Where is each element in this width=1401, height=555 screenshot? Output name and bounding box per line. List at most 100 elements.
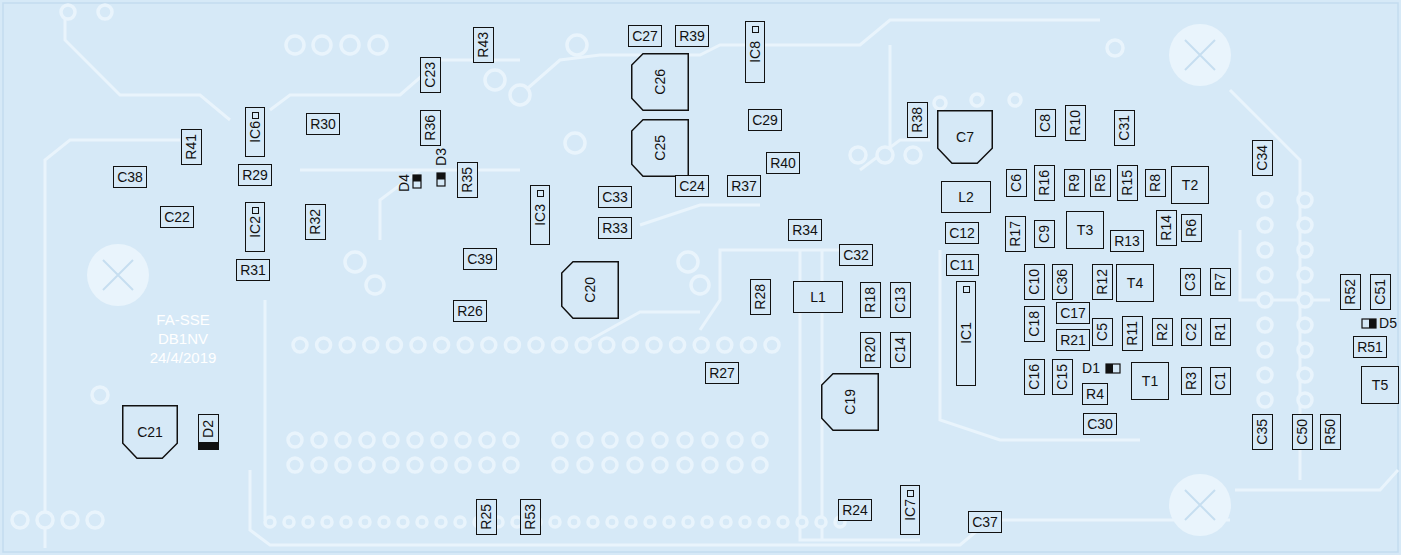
part-label-box: C2 bbox=[1181, 318, 1202, 346]
part-name: C3 bbox=[1183, 273, 1197, 291]
part-name: C7 bbox=[956, 130, 974, 144]
pin1-mark bbox=[752, 26, 759, 33]
pad bbox=[753, 458, 767, 472]
pad bbox=[934, 97, 946, 109]
trace bbox=[1235, 470, 1398, 490]
trace bbox=[264, 300, 267, 520]
part-label-box: C15 bbox=[1052, 359, 1073, 395]
pin1-mark bbox=[252, 207, 259, 214]
pad bbox=[1258, 318, 1272, 332]
part-name: IC7 bbox=[903, 499, 917, 521]
pad bbox=[588, 517, 598, 527]
part-name: D3 bbox=[434, 148, 448, 166]
part-label-box: C39 bbox=[463, 248, 497, 270]
part-name: R37 bbox=[731, 179, 757, 193]
part-name: R21 bbox=[1060, 333, 1086, 347]
part-name: R10 bbox=[1068, 110, 1082, 136]
pad bbox=[398, 517, 408, 527]
pad bbox=[62, 512, 78, 528]
diode-body bbox=[437, 173, 445, 186]
board-marking: 24/4/2019 bbox=[150, 350, 217, 365]
part-label-box: C18 bbox=[1024, 306, 1045, 342]
pad bbox=[765, 338, 779, 352]
capacitor-outline: C19 bbox=[821, 373, 879, 431]
transistor-outline: T3 bbox=[1066, 211, 1104, 249]
part-label-box: R12 bbox=[1092, 264, 1113, 300]
pad bbox=[360, 433, 374, 447]
pad bbox=[37, 512, 53, 528]
trace bbox=[640, 205, 760, 225]
pad bbox=[728, 458, 742, 472]
pad bbox=[1298, 193, 1312, 207]
part-label-box: C51 bbox=[1370, 274, 1391, 310]
pad bbox=[336, 433, 350, 447]
part-label-box: R8 bbox=[1145, 169, 1166, 197]
part-name: C10 bbox=[1027, 269, 1041, 295]
part-label-box: C16 bbox=[1024, 359, 1045, 395]
diode-body bbox=[1362, 319, 1376, 328]
pad bbox=[456, 433, 470, 447]
part-name: D1 bbox=[1082, 361, 1100, 375]
pad bbox=[411, 338, 425, 352]
pad bbox=[603, 458, 617, 472]
pad bbox=[683, 517, 693, 527]
part-name: R36 bbox=[423, 115, 437, 141]
pad bbox=[288, 458, 302, 472]
part-name: R50 bbox=[1323, 419, 1337, 445]
pin1-mark bbox=[252, 112, 259, 119]
part-label-box: R3 bbox=[1181, 367, 1202, 395]
part-name: C8 bbox=[1038, 114, 1052, 132]
part-name: C21 bbox=[137, 425, 163, 439]
pin1-mark bbox=[907, 490, 914, 497]
diode-band bbox=[437, 173, 445, 180]
part-label-box: R17 bbox=[1005, 216, 1026, 252]
part-name: C14 bbox=[893, 337, 907, 363]
part-name: R17 bbox=[1008, 221, 1022, 247]
hole-disc bbox=[87, 244, 149, 306]
pad bbox=[61, 5, 75, 19]
pad bbox=[603, 433, 617, 447]
pad bbox=[628, 458, 642, 472]
pad bbox=[456, 458, 470, 472]
pad bbox=[480, 458, 494, 472]
part-name: R12 bbox=[1095, 269, 1109, 295]
hole-cross bbox=[1185, 40, 1215, 70]
pad bbox=[1258, 368, 1272, 382]
trace bbox=[520, 20, 1100, 95]
pad bbox=[12, 512, 28, 528]
part-label-box: R40 bbox=[766, 152, 800, 174]
part-name: R30 bbox=[310, 117, 336, 131]
part-label-box: R6 bbox=[1181, 214, 1202, 242]
trace bbox=[700, 250, 840, 330]
ic-outline: IC1 bbox=[956, 281, 976, 386]
part-name: C27 bbox=[632, 29, 658, 43]
trace bbox=[65, 15, 230, 120]
pad bbox=[1107, 40, 1123, 56]
part-name: R32 bbox=[308, 209, 322, 235]
part-label-box: R50 bbox=[1320, 414, 1341, 450]
part-label-box: R7 bbox=[1210, 268, 1231, 296]
part-label-box: R43 bbox=[473, 27, 494, 63]
pad bbox=[1298, 343, 1312, 357]
part-label-box: R26 bbox=[453, 300, 487, 322]
pad bbox=[1298, 293, 1312, 307]
part-name: C16 bbox=[1027, 364, 1041, 390]
trace bbox=[300, 169, 520, 172]
part-name: R24 bbox=[842, 503, 868, 517]
pad bbox=[741, 338, 755, 352]
pad bbox=[728, 433, 742, 447]
part-name: C39 bbox=[467, 252, 493, 266]
pad bbox=[366, 276, 384, 294]
pad bbox=[379, 517, 389, 527]
part-name: C24 bbox=[679, 179, 705, 193]
pad bbox=[565, 133, 585, 153]
pad bbox=[417, 517, 427, 527]
part-label-box: R39 bbox=[675, 25, 709, 47]
part-name: L1 bbox=[810, 290, 826, 304]
mounting-hole bbox=[1169, 24, 1231, 86]
part-name: C18 bbox=[1027, 311, 1041, 337]
diode-symbol bbox=[437, 173, 445, 186]
part-name: C34 bbox=[1255, 145, 1269, 171]
diode-band bbox=[1369, 319, 1376, 328]
